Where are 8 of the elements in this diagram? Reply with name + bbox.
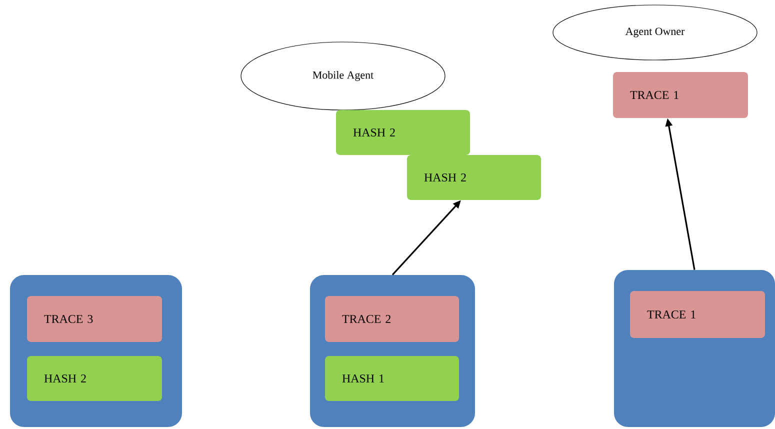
trace-box: TRACE 1 <box>630 291 765 338</box>
hash-box: HASH 2 <box>336 110 470 155</box>
hash-box: HASH 1 <box>325 356 459 401</box>
trace-box: TRACE 2 <box>325 296 459 342</box>
trace-box: TRACE 3 <box>27 296 162 342</box>
trace-box: TRACE 1 <box>613 72 748 118</box>
hash-box: HASH 2 <box>407 155 541 200</box>
hash-box: HASH 2 <box>27 356 162 401</box>
